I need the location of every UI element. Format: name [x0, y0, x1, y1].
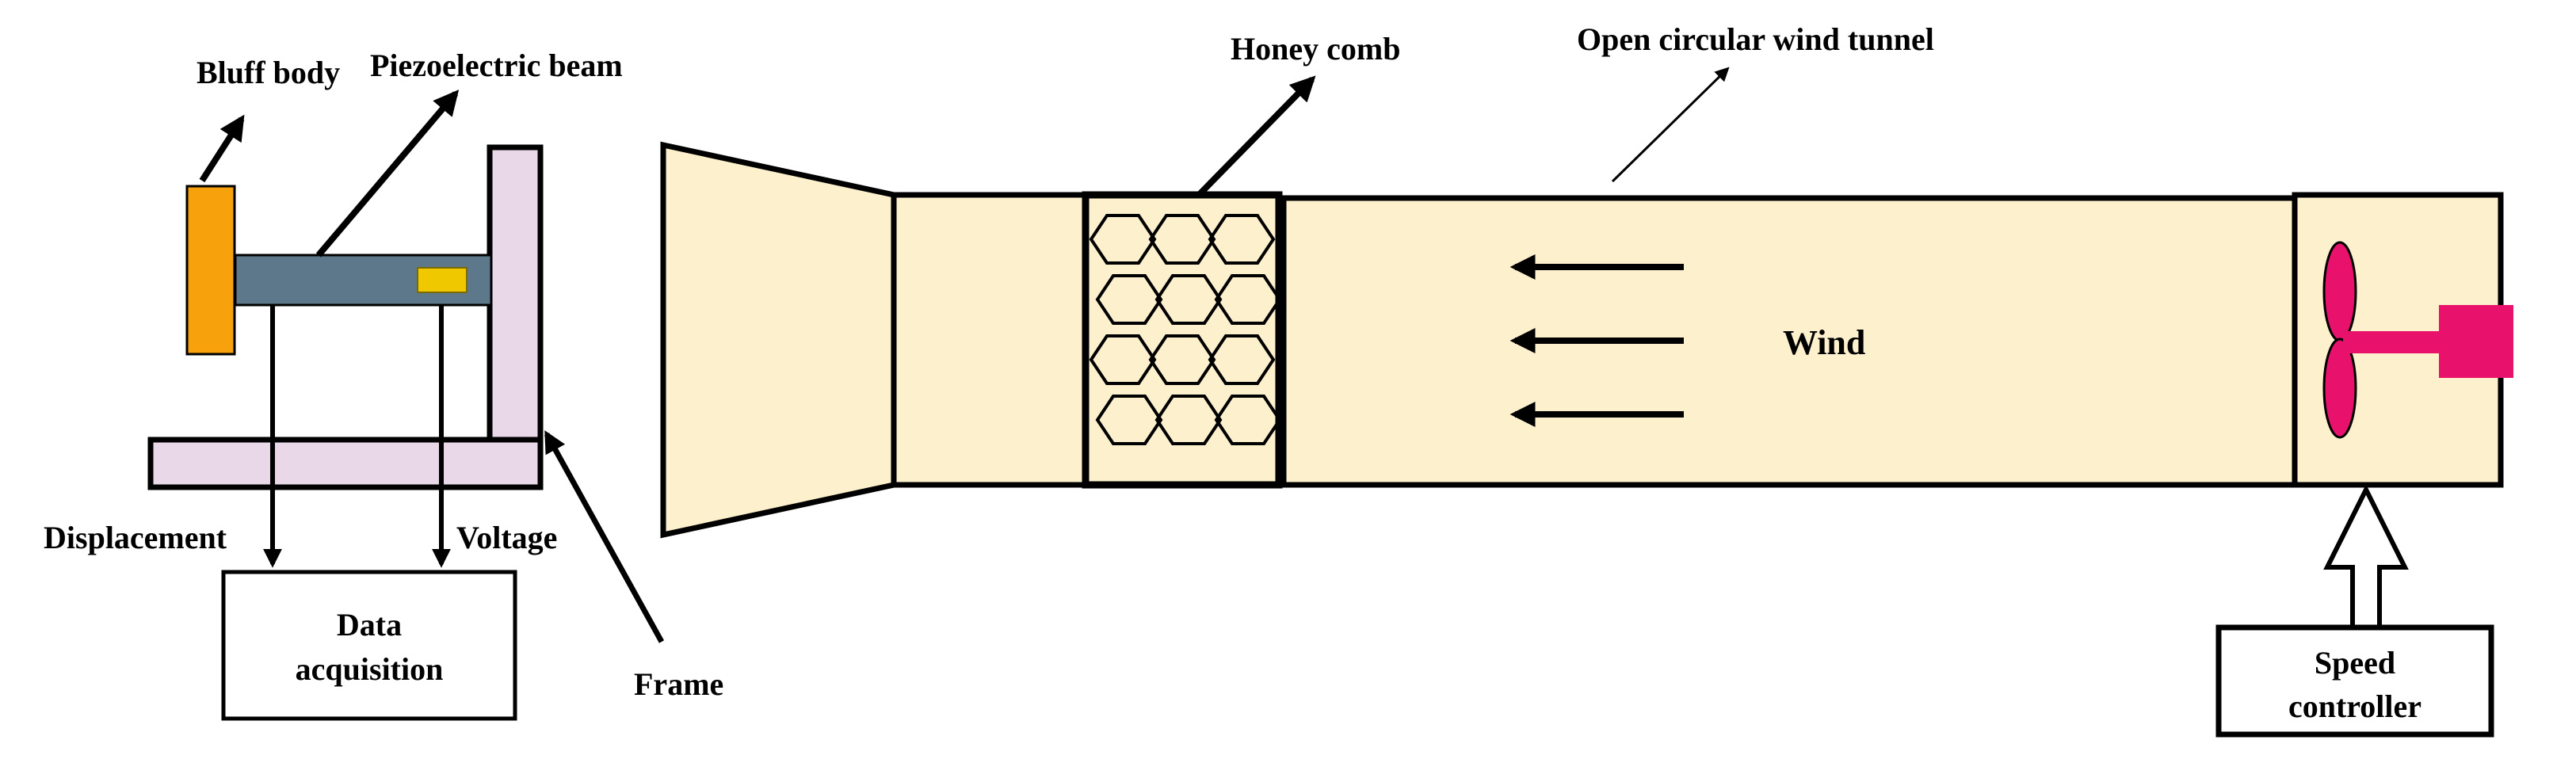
- honeycomb-cell: [1214, 274, 1282, 325]
- honeycomb-cell: [1089, 334, 1157, 385]
- honeycomb-cell: [1148, 214, 1216, 265]
- data-acquisition-label-line1: Data: [337, 607, 402, 643]
- wind-tunnel-label: Open circular wind tunnel: [1577, 21, 1934, 57]
- tunnel-inlet-contraction: [660, 141, 897, 539]
- bluff-body-label: Bluff body: [197, 55, 340, 90]
- piezo-sensor-patch: [417, 267, 467, 293]
- frame-assembly: [147, 144, 544, 490]
- tunnel-settling-section: [891, 192, 1089, 488]
- honey-comb-label: Honey comb: [1231, 31, 1400, 67]
- data-acquisition-box: [221, 570, 517, 721]
- bluff-body-pointer-arrow: [199, 114, 245, 183]
- honeycomb-pointer-arrow: [1196, 75, 1316, 197]
- fan-blade-upper: [2322, 241, 2357, 342]
- fan-icon: [2322, 241, 2513, 439]
- honeycomb-section: [1082, 191, 1283, 489]
- honeycomb-cell: [1095, 395, 1163, 445]
- data-acquisition-label-line2: acquisition: [296, 651, 444, 687]
- honeycomb-cell: [1095, 274, 1163, 325]
- honeycomb-cell: [1208, 334, 1276, 385]
- frame-label: Frame: [634, 666, 723, 702]
- speed-controller-label-line1: Speed: [2315, 645, 2395, 681]
- frame-vertical-post: [487, 144, 544, 444]
- honeycomb-cell: [1154, 395, 1223, 445]
- honeycomb-cell: [1148, 334, 1216, 385]
- hollow-up-arrow-icon: [2323, 484, 2409, 630]
- fan-blade-lower: [2322, 338, 2357, 439]
- honeycomb-cell: [1089, 214, 1157, 265]
- wind-tunnel: [660, 141, 2504, 539]
- piezoelectric-beam-label: Piezoelectric beam: [370, 48, 623, 83]
- wind-direction-arrows: [1509, 254, 1684, 427]
- honeycomb-cells: [1089, 214, 1282, 445]
- displacement-label: Displacement: [44, 520, 227, 555]
- honeycomb-cell: [1154, 274, 1223, 325]
- speed-controller-box: [2215, 624, 2494, 738]
- honeycomb-cell: [1208, 214, 1276, 265]
- fan-shaft: [2343, 331, 2441, 353]
- voltage-label: Voltage: [456, 520, 557, 555]
- wind-label: Wind: [1783, 323, 1865, 362]
- bluff-body: [185, 185, 236, 356]
- frame-pointer-arrow: [544, 430, 665, 643]
- speed-controller-label-line2: controller: [2288, 688, 2421, 724]
- fan-motor: [2439, 305, 2513, 378]
- tunnel-test-section: [1280, 195, 2298, 488]
- wind-tunnel-pointer-arrow: [1611, 67, 1730, 183]
- honeycomb-cell: [1214, 395, 1282, 445]
- frame-base: [147, 437, 544, 490]
- piezoelectric-beam-pointer-arrow: [315, 90, 460, 257]
